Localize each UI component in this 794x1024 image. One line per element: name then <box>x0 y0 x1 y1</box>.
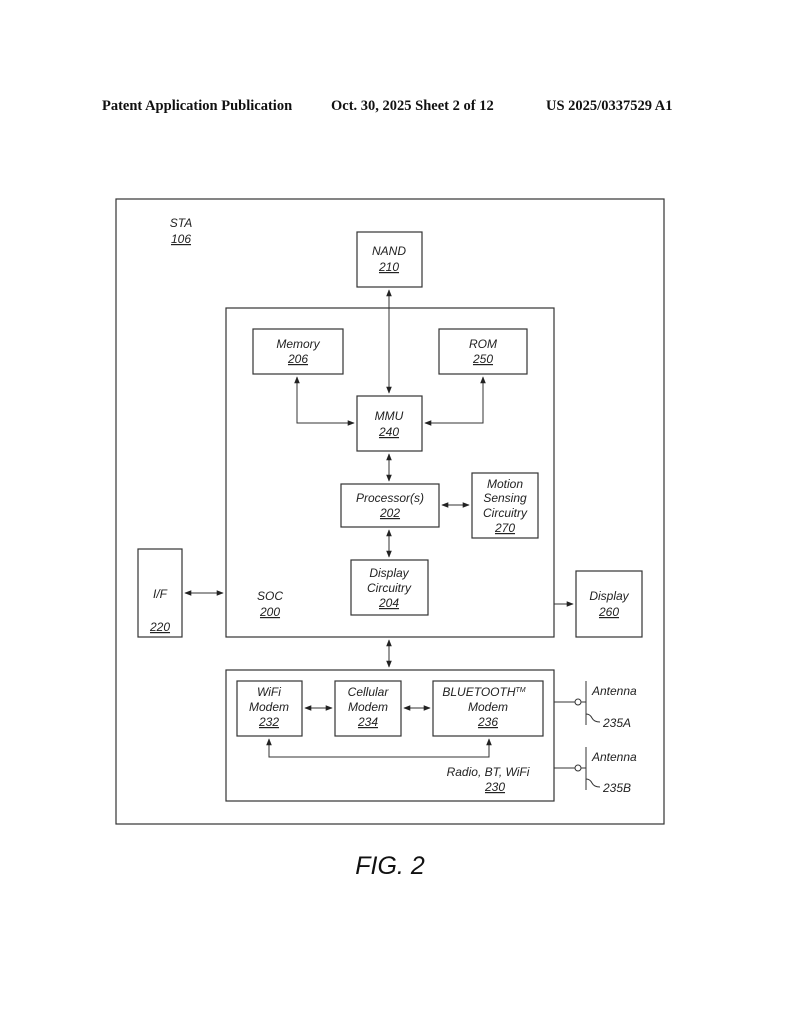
motion-label-2: Sensing <box>483 491 527 505</box>
radio-label: Radio, BT, WiFi <box>447 765 530 779</box>
cellular-modem-label-1: Cellular <box>348 685 390 699</box>
publication-type: Patent Application Publication <box>102 98 293 114</box>
mmu-block <box>356 395 423 452</box>
antenna-a-icon <box>554 681 601 725</box>
cellular-modem-label-2: Modem <box>348 700 388 714</box>
bluetooth-modem-label-2: Modem <box>468 700 508 714</box>
display-circuitry-block <box>350 559 429 616</box>
wifi-bluetooth-arrow <box>266 738 492 758</box>
antenna-b-label: Antenna <box>591 750 637 764</box>
memory-label: Memory <box>276 337 320 351</box>
motion-label-3: Circuitry <box>483 506 528 520</box>
display-circuitry-label-2: Circuitry <box>367 581 412 595</box>
processor-ref: 202 <box>379 506 400 520</box>
processor-label: Processor(s) <box>356 491 424 505</box>
figure-caption: FIG. 2 <box>355 852 425 880</box>
soc-ref: 200 <box>259 605 280 619</box>
wifi-modem-block <box>236 680 303 737</box>
cellular-modem-ref: 234 <box>357 715 378 729</box>
mmu-ref: 240 <box>378 425 399 439</box>
motion-ref: 270 <box>494 521 515 535</box>
display-circuitry-ref: 204 <box>378 596 399 610</box>
publication-number: US 2025/0337529 A1 <box>546 98 673 114</box>
nand-block <box>356 231 423 288</box>
sta-ref: 106 <box>171 232 191 246</box>
antenna-b-ref: 235B <box>602 781 631 795</box>
radio-ref: 230 <box>484 780 505 794</box>
antenna-b-icon <box>554 747 601 790</box>
display-label: Display <box>589 589 629 603</box>
nand-label: NAND <box>372 244 406 258</box>
publication-date-sheet: Oct. 30, 2025 Sheet 2 of 12 <box>331 98 494 114</box>
cellular-modem-block <box>334 680 402 737</box>
trademark-superscript: TM <box>516 687 526 694</box>
wifi-modem-label-2: Modem <box>249 700 289 714</box>
rom-mmu-arrow <box>424 376 486 426</box>
nand-ref: 210 <box>378 260 399 274</box>
display-circuitry-label-1: Display <box>369 566 409 580</box>
motion-sensing-block <box>471 472 539 539</box>
memory-ref: 206 <box>287 352 308 366</box>
rom-block <box>438 328 528 375</box>
antenna-a-label: Antenna <box>591 684 637 698</box>
bluetooth-modem-ref: 236 <box>477 715 498 729</box>
soc-label: SOC <box>257 589 283 603</box>
wifi-modem-ref: 232 <box>258 715 279 729</box>
interface-block <box>137 548 183 638</box>
antenna-a-ref: 235A <box>602 716 631 730</box>
display-ref: 260 <box>598 605 619 619</box>
interface-label: I/F <box>153 587 168 601</box>
rom-label: ROM <box>469 337 497 351</box>
motion-label-1: Motion <box>487 477 523 491</box>
sta-label: STA <box>170 216 192 230</box>
interface-ref: 220 <box>149 620 170 634</box>
display-block <box>575 570 643 638</box>
bluetooth-modem-label-1: BLUETOOTHTM <box>442 685 525 699</box>
memory-mmu-arrow <box>294 376 355 426</box>
rom-ref: 250 <box>472 352 493 366</box>
bluetooth-name: BLUETOOTH <box>442 685 515 699</box>
processor-block <box>340 483 440 528</box>
mmu-label: MMU <box>375 409 404 423</box>
wifi-modem-label-1: WiFi <box>257 685 281 699</box>
bluetooth-modem-block <box>432 680 544 737</box>
memory-block <box>252 328 344 375</box>
